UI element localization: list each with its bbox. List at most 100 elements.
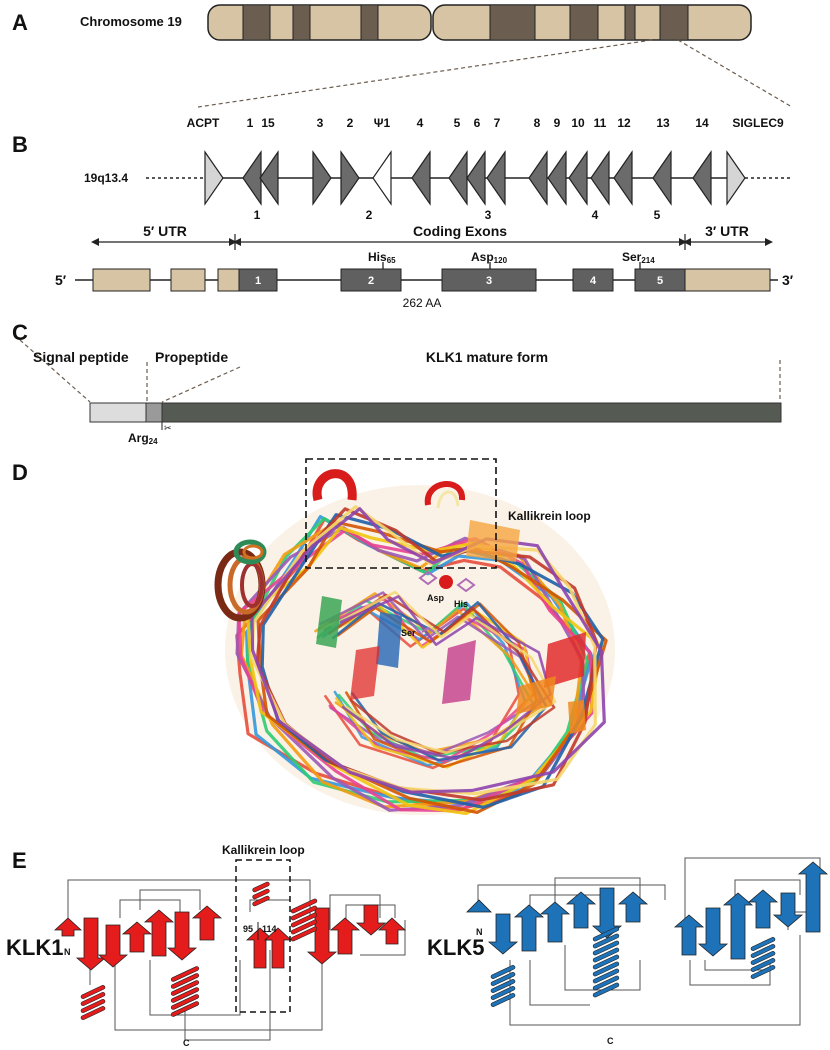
exon-2-label: 2 xyxy=(368,275,374,287)
gene-label: 13 xyxy=(656,116,670,130)
subfamily-label: 4 xyxy=(592,208,599,222)
helix-segment xyxy=(290,898,318,914)
gene-label: 14 xyxy=(695,116,709,130)
protein-bar xyxy=(89,402,782,423)
helix-segment xyxy=(592,961,620,977)
scissors-icon: ✂ xyxy=(161,422,172,434)
gene-arrow xyxy=(242,150,262,206)
helix-segment xyxy=(490,993,516,1007)
gene-arrow xyxy=(204,150,224,206)
helix-segment xyxy=(170,973,200,989)
beta-strand xyxy=(75,917,107,971)
beta-strand xyxy=(466,899,492,913)
gene-arrow xyxy=(372,150,392,206)
exon-5-label: 5 xyxy=(657,275,663,287)
utr5-label: 5′ UTR xyxy=(143,223,187,239)
helix-segment xyxy=(252,881,270,893)
residue-114: 114 xyxy=(262,924,277,934)
klk1-strand-arrows xyxy=(53,904,407,971)
svg-text:✂: ✂ xyxy=(164,424,172,434)
klk5-label: KLK5 xyxy=(427,935,484,960)
klk1-topology xyxy=(67,879,406,1041)
gene-arrow xyxy=(411,150,431,206)
beta-strand xyxy=(697,907,729,957)
asp-residue: Asp120 xyxy=(471,250,508,265)
gene-label: 2 xyxy=(347,116,354,130)
helix-segment xyxy=(750,944,776,958)
helix-segment xyxy=(592,968,620,984)
beta-strand xyxy=(797,861,829,933)
helix-segment xyxy=(80,992,106,1006)
panel-label-e: E xyxy=(12,848,27,873)
gene-label: 9 xyxy=(554,116,561,130)
beta-strand xyxy=(377,917,407,945)
beta-strand xyxy=(166,911,198,961)
his-residue: His65 xyxy=(368,250,396,265)
beta-strand xyxy=(143,909,175,957)
helix-segment xyxy=(170,994,200,1010)
gene-arrow xyxy=(466,150,486,206)
klk1-c-terminus: C xyxy=(183,1038,190,1048)
gene-arrow xyxy=(692,150,712,206)
residue-95: 95 xyxy=(243,924,253,934)
beta-strand xyxy=(121,921,153,953)
gene-arrows xyxy=(204,150,746,206)
helix-segment xyxy=(290,912,318,928)
kallikrein-loop-box xyxy=(305,458,497,569)
gene-arrow xyxy=(726,150,746,206)
beta-strand xyxy=(772,892,804,928)
helix-segment xyxy=(80,985,106,999)
beta-strand xyxy=(355,904,387,936)
gene-arrow xyxy=(340,150,360,206)
chromosome-19-ideogram xyxy=(207,4,752,41)
beta-strand xyxy=(747,889,779,929)
beta-strand xyxy=(539,901,571,943)
asp-label-d: Asp xyxy=(427,593,445,603)
gene-label: 1 xyxy=(247,116,254,130)
helix-segment xyxy=(750,951,776,965)
his-label-d: His xyxy=(454,599,468,609)
gene-label: 8 xyxy=(534,116,541,130)
helix-segment xyxy=(592,982,620,998)
klk5-c-terminus: C xyxy=(607,1036,614,1046)
gene-arrow xyxy=(528,150,548,206)
helix-segment xyxy=(490,965,516,979)
helix-segment xyxy=(170,966,200,982)
helix-segment xyxy=(592,933,620,949)
helix-segment xyxy=(490,979,516,993)
helix-segment xyxy=(290,919,318,935)
helix-segment xyxy=(170,1001,200,1017)
subfamily-label: 1 xyxy=(254,208,261,222)
helix-segment xyxy=(592,926,620,942)
gene-arrow xyxy=(312,150,332,206)
klk1-helices xyxy=(80,881,318,1020)
kallikrein-loop-label-d: Kallikrein loop xyxy=(508,509,591,523)
subfamily-label: 5 xyxy=(654,208,661,222)
helix-segment xyxy=(592,940,620,956)
helix-segment xyxy=(750,958,776,972)
zoom-line-left xyxy=(197,39,653,108)
gene-label: 6 xyxy=(474,116,481,130)
mature-form-label: KLK1 mature form xyxy=(426,349,548,365)
helix-segment xyxy=(750,965,776,979)
exon-1-label: 1 xyxy=(255,275,261,287)
helix-segment xyxy=(170,987,200,1003)
helix-segment xyxy=(80,999,106,1013)
exon-boxes xyxy=(92,268,771,292)
helix-segment xyxy=(592,947,620,963)
helix-segment xyxy=(252,895,270,907)
helix-segment xyxy=(170,980,200,996)
kallikrein-loop-label-e: Kallikrein loop xyxy=(222,843,305,857)
beta-strand xyxy=(513,904,545,952)
kallikrein-loop-box-e xyxy=(235,859,291,1013)
helix-segment xyxy=(490,972,516,986)
klk5-helices xyxy=(490,926,776,1007)
gene-arrow xyxy=(652,150,672,206)
beta-strand xyxy=(722,892,754,960)
locus-label: 19q13.4 xyxy=(84,171,128,185)
coding-exons-label: Coding Exons xyxy=(413,223,507,239)
gene-arrow xyxy=(590,150,610,206)
helix-segment xyxy=(290,905,318,921)
